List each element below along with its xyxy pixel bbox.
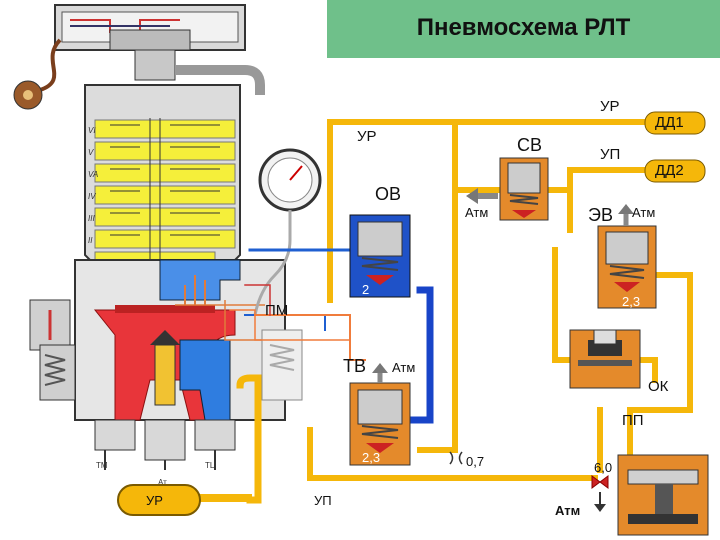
label-pm: ПМ <box>265 302 289 319</box>
label-atm-sv: Атм <box>465 205 489 220</box>
label-ov: ОВ <box>375 184 402 204</box>
label-up-top: УП <box>600 146 621 163</box>
choke-60 <box>591 475 609 489</box>
choke-07 <box>449 451 463 465</box>
ur-reservoir <box>117 484 201 516</box>
label-2-ov: 2 <box>362 282 370 297</box>
label-ur-top: УР <box>600 98 620 115</box>
label-6-0: 6,0 <box>594 460 613 475</box>
svg-text:VA: VA <box>88 170 98 179</box>
label-dd1: ДД1 <box>655 114 684 131</box>
label-ur-reservoir: УР <box>146 493 163 508</box>
page-title: Пневмосхема РЛТ <box>416 14 631 41</box>
valve-ok <box>569 329 641 389</box>
label-pp: ПП <box>622 412 644 429</box>
valve-tv <box>349 363 411 466</box>
svg-text:III: III <box>88 214 95 223</box>
svg-text:V: V <box>88 148 94 157</box>
label-ok: ОК <box>648 378 669 395</box>
label-0-7: 0,7 <box>466 454 485 469</box>
label-atm-ev: Атм <box>632 205 656 220</box>
valve-pp <box>617 454 709 536</box>
label-sv: СВ <box>517 135 543 155</box>
svg-text:II: II <box>88 236 93 245</box>
label-2-3-ev: 2,3 <box>622 294 641 309</box>
svg-text:ТМ: ТМ <box>96 461 108 470</box>
svg-text:VI: VI <box>88 126 96 135</box>
valve-sv <box>466 157 549 221</box>
svg-text:ТЦ: ТЦ <box>205 461 216 470</box>
label-1-5: 1,5 <box>505 226 524 241</box>
valve-ev <box>597 204 657 309</box>
valve-ov <box>349 214 411 298</box>
label-atm-bottom: Атм <box>555 503 581 518</box>
svg-text:Ат: Ат <box>158 478 167 487</box>
label-ev: ЭВ <box>588 205 613 225</box>
label-dd2: ДД2 <box>655 162 684 179</box>
label-ur-left: УР <box>357 128 377 145</box>
title-banner: Пневмосхема РЛТ <box>327 0 720 58</box>
pipelines <box>196 119 693 504</box>
label-atm-tv: Атм <box>392 360 416 375</box>
label-2-3-tv: 2,3 <box>362 450 381 465</box>
label-tv: ТВ <box>343 356 367 376</box>
pressure-sensors <box>644 111 706 183</box>
svg-text:IV: IV <box>88 192 96 201</box>
label-up-bottom: УП <box>314 493 332 508</box>
